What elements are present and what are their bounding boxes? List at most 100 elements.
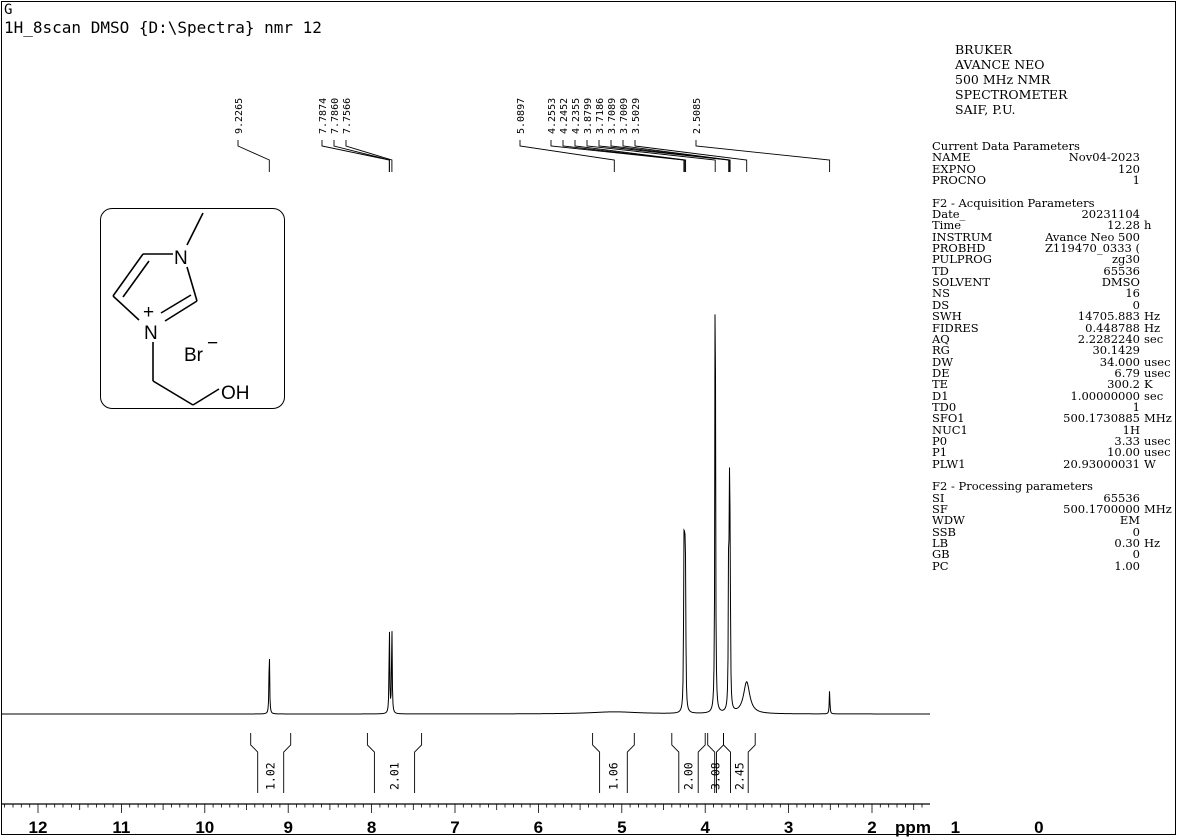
bond: [122, 260, 150, 298]
param-name: P1: [932, 445, 948, 460]
param-value: Nov04-2023: [1068, 150, 1140, 165]
x-tick-label: 2: [867, 818, 876, 837]
param-value: Avance Neo 500: [1045, 229, 1140, 244]
peak-label-line: [622, 140, 731, 172]
x-tick-label: 10: [195, 818, 214, 837]
integral-label: 2.45: [732, 762, 746, 790]
param-value: 1.00000000: [1070, 388, 1140, 403]
param-name: Time: [932, 218, 962, 233]
param-name: AQ: [932, 331, 950, 346]
param-value: 0.30: [1114, 536, 1140, 551]
param-value: 3.33: [1114, 433, 1140, 448]
x-tick-label: 9: [283, 818, 292, 837]
param-row: SF 500.1700000 MHz: [932, 502, 1176, 516]
peak-label: 3.8799: [583, 98, 594, 134]
bond: [186, 266, 198, 302]
param-value: 0: [1132, 524, 1140, 539]
param-unit: usec: [1144, 445, 1171, 460]
spectrum-layer: [2, 314, 930, 715]
peak-label-line: [345, 140, 393, 172]
param-unit: MHz: [1144, 502, 1172, 516]
peak-label: 5.0897: [516, 98, 527, 134]
param-unit: usec: [1144, 354, 1171, 369]
minus-charge: −: [207, 333, 218, 354]
param-value: 0.448788: [1085, 320, 1140, 335]
param-name: Date_: [932, 207, 966, 222]
bond: [160, 294, 192, 314]
peak-label: 4.2452: [559, 98, 570, 134]
param-value: 30.1429: [1092, 343, 1140, 358]
param-unit: usec: [1144, 365, 1171, 380]
param-unit: Hz: [1144, 536, 1161, 551]
param-group-title: F2 - Acquisition Parameters: [932, 195, 1095, 210]
param-value: 65536: [1103, 263, 1140, 278]
param-name: INSTRUM: [932, 229, 993, 244]
peak-label-line: [519, 140, 615, 172]
x-tick-label: 7: [450, 818, 459, 837]
param-value: 16: [1125, 286, 1140, 301]
param-name: FIDRES: [932, 320, 979, 335]
param-name: TD0: [932, 399, 957, 414]
param-name: TE: [932, 377, 949, 392]
peak-label-line: [598, 140, 730, 172]
x-tick-label: 3: [784, 818, 793, 837]
param-name: SOLVENT: [932, 275, 991, 290]
param-group-title: F2 - Processing parameters: [932, 479, 1093, 494]
param-value: EM: [1119, 513, 1140, 528]
peak-label-line: [237, 140, 270, 172]
hydroxyl-label: OH: [221, 383, 250, 404]
param-unit: Hz: [1144, 309, 1161, 324]
param-name: SI: [932, 490, 945, 505]
spectrum-trace: [2, 314, 930, 715]
integral-bracket-left: [707, 733, 716, 793]
integral-bracket-right: [283, 733, 292, 793]
param-row: NAME Nov04-2023: [932, 150, 1176, 165]
integral-bracket-left: [366, 733, 375, 793]
integral-label: 1.06: [606, 762, 620, 790]
param-value: zg30: [1111, 252, 1140, 267]
integral-bracket-right: [626, 733, 635, 793]
x-tick-label: 1: [951, 818, 960, 837]
param-name: SF: [932, 502, 948, 516]
param-name: TD: [932, 263, 949, 278]
param-value: 14705.883: [1077, 309, 1140, 324]
param-value: 20.93000031: [1063, 456, 1140, 471]
param-unit: W: [1144, 456, 1156, 471]
peak-label: 9.2265: [234, 98, 245, 134]
param-name: NS: [932, 286, 950, 301]
peak-label: 3.7186: [595, 98, 606, 134]
bond: [186, 212, 204, 246]
peak-label: 7.7860: [330, 98, 341, 134]
param-name: PLW1: [932, 456, 966, 471]
param-name: D1: [932, 388, 949, 403]
param-name: SWH: [932, 309, 962, 324]
param-row: TD 65536: [932, 263, 1176, 278]
plus-charge: +: [143, 302, 154, 323]
vendor-line: SAIF, P.U.: [955, 102, 1016, 117]
vendor-block: BRUKER AVANCE NEO 500 MHz NMR SPECTROMET…: [955, 42, 1067, 117]
param-row: SWH 14705.883 Hz: [932, 309, 1176, 324]
peak-label-line: [574, 140, 687, 172]
param-value: 500.1700000: [1063, 502, 1140, 516]
peak-label: 4.2553: [547, 98, 558, 134]
param-row: NS 16: [932, 286, 1176, 301]
peak-label-line: [695, 140, 831, 172]
param-name: NAME: [932, 150, 971, 165]
vendor-line: AVANCE NEO: [955, 57, 1045, 72]
imidazolium-structure: N N + Br − OH: [112, 212, 250, 406]
